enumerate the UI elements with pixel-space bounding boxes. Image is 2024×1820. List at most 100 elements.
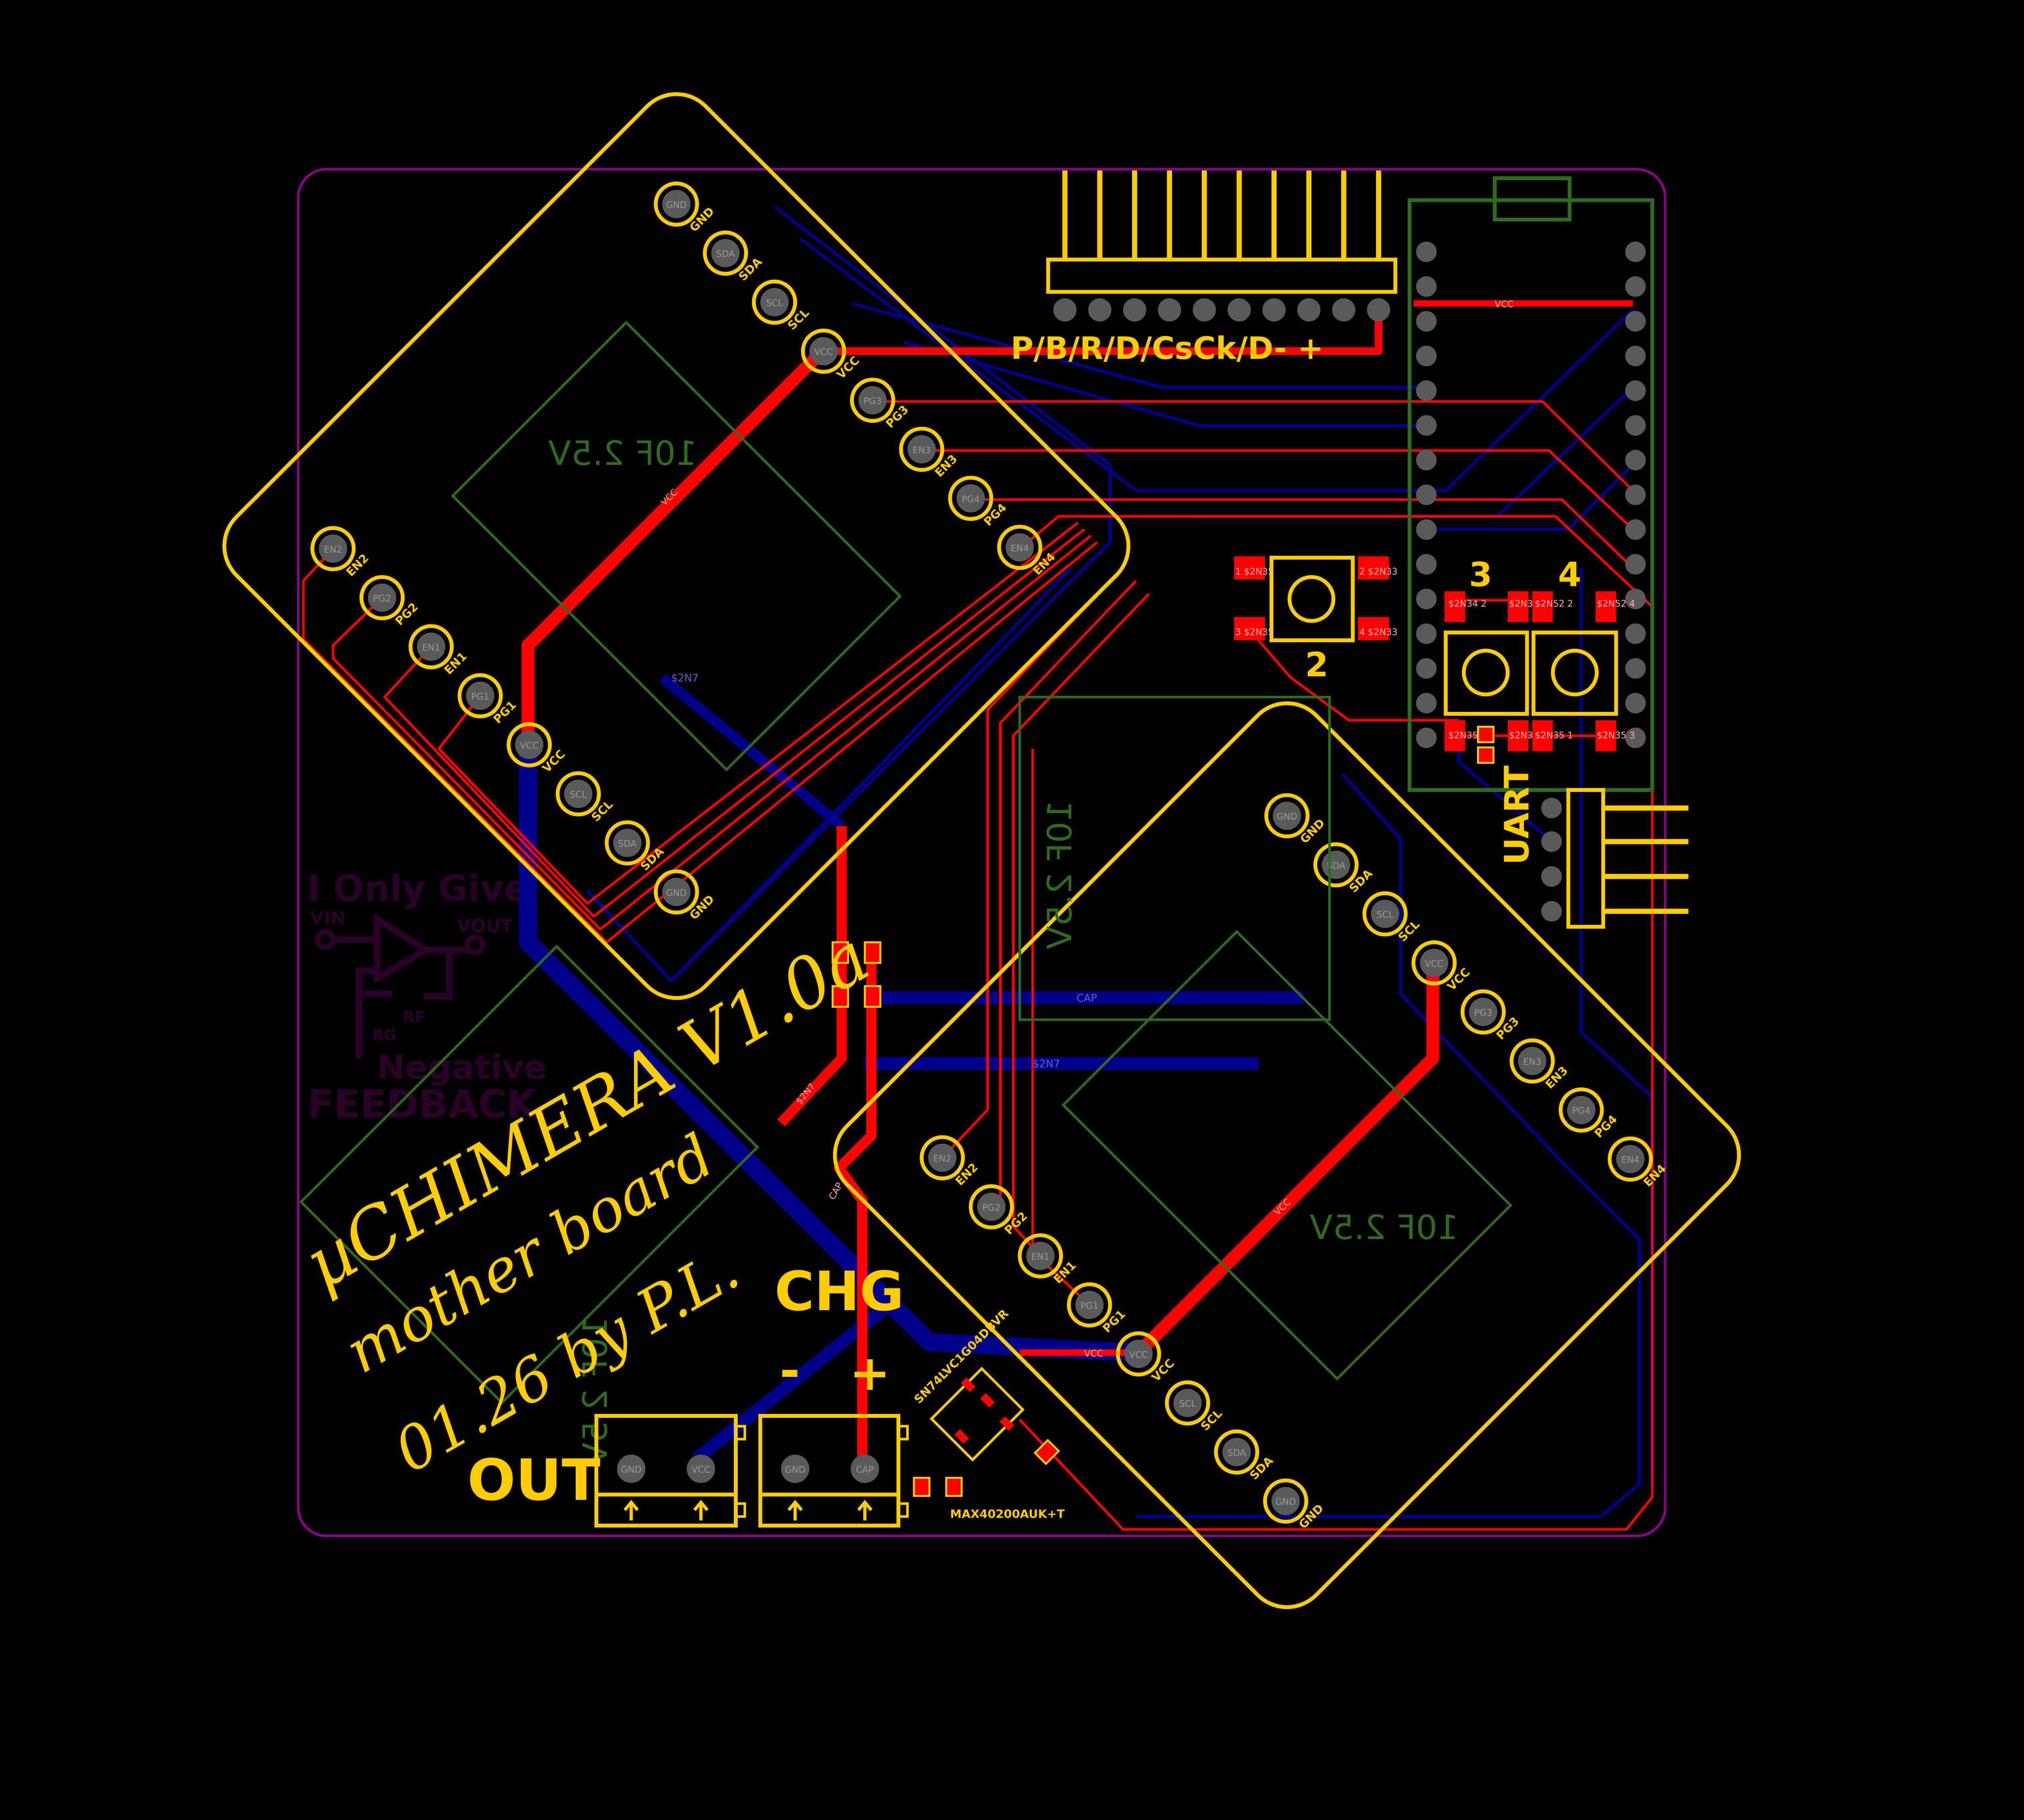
- svg-text:PG3: PG3: [863, 396, 882, 407]
- net-label-vcc-top: VCC: [1084, 1349, 1103, 1359]
- out-pin-2-label: VCC: [691, 1465, 710, 1475]
- svg-text:VCC: VCC: [814, 347, 833, 358]
- button-4[interactable]: $2N52 2 $2N52 4 $2N35 1 $2N35 3: [1531, 591, 1635, 751]
- button-2-pad-2: 2 $2N33: [1359, 567, 1398, 577]
- button-3-label: 3: [1469, 555, 1492, 594]
- uart-pad[interactable]: [1541, 831, 1562, 852]
- uart-pad[interactable]: [1541, 866, 1562, 887]
- svg-text:VCC: VCC: [1425, 959, 1443, 969]
- mcu-pin-right: [1625, 450, 1646, 471]
- header-pad[interactable]: [1332, 298, 1355, 322]
- header-pin: [1202, 170, 1207, 260]
- svg-text:SCL: SCL: [1377, 910, 1394, 920]
- svg-text:GND: GND: [666, 888, 687, 898]
- mcu-pin-right: [1625, 311, 1646, 332]
- chg-terminal-block[interactable]: GND CAP: [758, 1414, 909, 1528]
- mcu-pin-left: [1416, 450, 1437, 471]
- svg-text:PG1: PG1: [471, 692, 489, 702]
- mcu-pin-right: [1625, 554, 1646, 575]
- svg-text:SDA: SDA: [1227, 1448, 1246, 1458]
- mcu-pin-right: [1625, 727, 1646, 748]
- art-line2: Negative: [377, 1048, 547, 1087]
- header-pin: [1376, 170, 1382, 260]
- mcu-board: [1407, 176, 1654, 792]
- cap-outlines: [299, 696, 1331, 1405]
- uart-pin: [1603, 873, 1688, 879]
- header-pad[interactable]: [1158, 298, 1181, 322]
- header-pad[interactable]: [1262, 298, 1286, 322]
- uart-pad[interactable]: [1541, 797, 1562, 819]
- mcu-pin-left: [1416, 415, 1437, 436]
- net-label-vcc-mcu: VCC: [1495, 299, 1514, 310]
- header-pad[interactable]: [1192, 298, 1216, 322]
- mcu-pin-left: [1416, 519, 1437, 540]
- mcu-pin-left: [1416, 380, 1437, 401]
- svg-text:GND: GND: [666, 200, 687, 210]
- svg-text:GND: GND: [1275, 1497, 1296, 1507]
- header-pin: [1167, 170, 1172, 260]
- art-vin: VIN: [310, 908, 346, 929]
- button-4-pad-2: $2N52 4: [1597, 599, 1635, 609]
- svg-text:EN4: EN4: [1011, 543, 1029, 554]
- mcu-pin-left: [1416, 484, 1437, 505]
- svg-text:SDA: SDA: [1327, 861, 1346, 871]
- feedback-art: I Only Give VIN VOUT RF RG Negative FEED…: [307, 868, 547, 1127]
- header-pin: [1271, 170, 1277, 260]
- bottom-copper-layer: [519, 205, 1654, 1519]
- svg-text:VCC: VCC: [1129, 1350, 1148, 1360]
- svg-text:EN3: EN3: [1523, 1057, 1541, 1067]
- mcu-pin-right: [1625, 623, 1646, 644]
- button-4-label: 4: [1558, 555, 1581, 594]
- mcu-pin-left: [1416, 727, 1437, 748]
- header-pad[interactable]: [1227, 298, 1251, 322]
- mcu-pin-left: [1416, 311, 1437, 332]
- uart-pin: [1603, 909, 1688, 914]
- button-3[interactable]: $2N34 2 $2N34 4 $2N35 1 $2N35 3: [1443, 591, 1547, 751]
- net-label-cap-bottom: CAP: [1077, 992, 1097, 1004]
- chg-pin-2-label: CAP: [856, 1465, 874, 1475]
- header-pin: [1236, 170, 1242, 260]
- button-3-pad-1: $2N34 2: [1448, 599, 1487, 609]
- out-terminal-block[interactable]: GND VCC: [594, 1414, 746, 1528]
- header-pad[interactable]: [1123, 298, 1146, 322]
- svg-text:SCL: SCL: [570, 790, 587, 800]
- mcu-pin-right: [1625, 588, 1646, 610]
- svg-text:SDA: SDA: [716, 249, 735, 259]
- svg-text:SCL: SCL: [766, 298, 783, 308]
- mcu-pin-left: [1416, 276, 1437, 297]
- button-4-pad-1: $2N52 2: [1535, 599, 1573, 609]
- header-pin: [1062, 170, 1068, 260]
- header-pad[interactable]: [1088, 298, 1112, 322]
- svg-text:EN2: EN2: [933, 1154, 952, 1164]
- net-label-n7-diag: $2N7: [671, 672, 698, 684]
- header-pad[interactable]: [1053, 298, 1077, 322]
- uart-pin: [1603, 805, 1688, 811]
- module-cap-label: 10F 2.5V: [1309, 1208, 1459, 1247]
- mcu-pin-right: [1625, 658, 1646, 679]
- mcu-pin-left: [1416, 658, 1437, 679]
- art-rf: RF: [403, 1008, 425, 1026]
- uart-header[interactable]: [1541, 788, 1688, 929]
- header-pad[interactable]: [1367, 298, 1391, 322]
- uart-label: UART: [1498, 765, 1537, 865]
- pin-header[interactable]: [1046, 170, 1397, 322]
- mcu-pin-right: [1625, 241, 1646, 262]
- uart-pad[interactable]: [1541, 901, 1562, 922]
- svg-text:PG1: PG1: [1080, 1301, 1098, 1311]
- mcu-pin-right: [1625, 276, 1646, 297]
- art-rg: RG: [372, 1027, 396, 1044]
- header-pad[interactable]: [1297, 298, 1321, 322]
- button-2[interactable]: 1 $2N35 2 $2N33 3 $2N35 4 $2N33: [1234, 555, 1398, 642]
- mcu-pin-right: [1625, 484, 1646, 505]
- svg-text:EN1: EN1: [422, 643, 440, 653]
